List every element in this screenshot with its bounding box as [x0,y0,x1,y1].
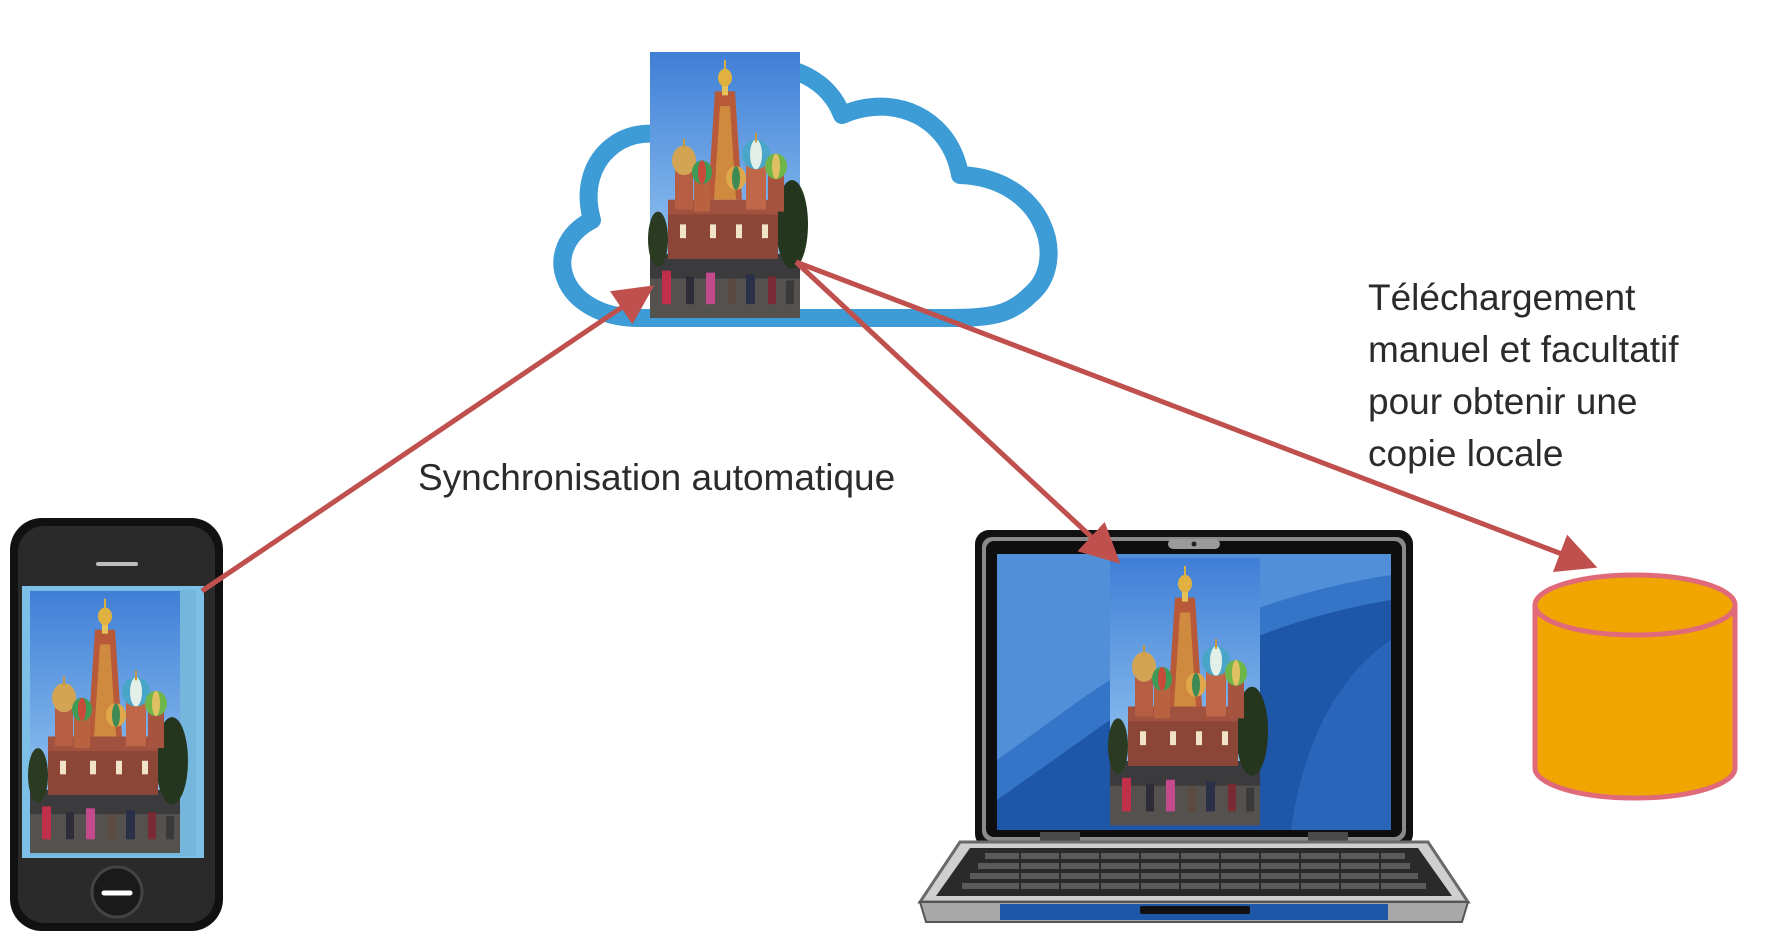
sync-arrow-cloud-to-laptop [794,260,1121,564]
download-label-line: manuel et facultatif [1368,329,1679,370]
cloud-photo [648,52,808,318]
download-label-line: pour obtenir une [1368,381,1638,422]
download-label-line: Téléchargement [1368,277,1636,318]
laptop-icon [917,530,1471,923]
sync-arrow-phone-to-cloud [200,285,655,594]
smartphone-icon [10,518,223,931]
arrows [200,259,1598,594]
download-label-line: copie locale [1368,433,1564,474]
cloud-icon [553,57,1058,327]
download-arrow-cloud-to-storage [795,259,1598,572]
database-icon [1532,572,1738,801]
sync-label: Synchronisation automatique [418,457,896,498]
download-label: Téléchargement manuel et facultatif pour… [1368,272,1679,480]
